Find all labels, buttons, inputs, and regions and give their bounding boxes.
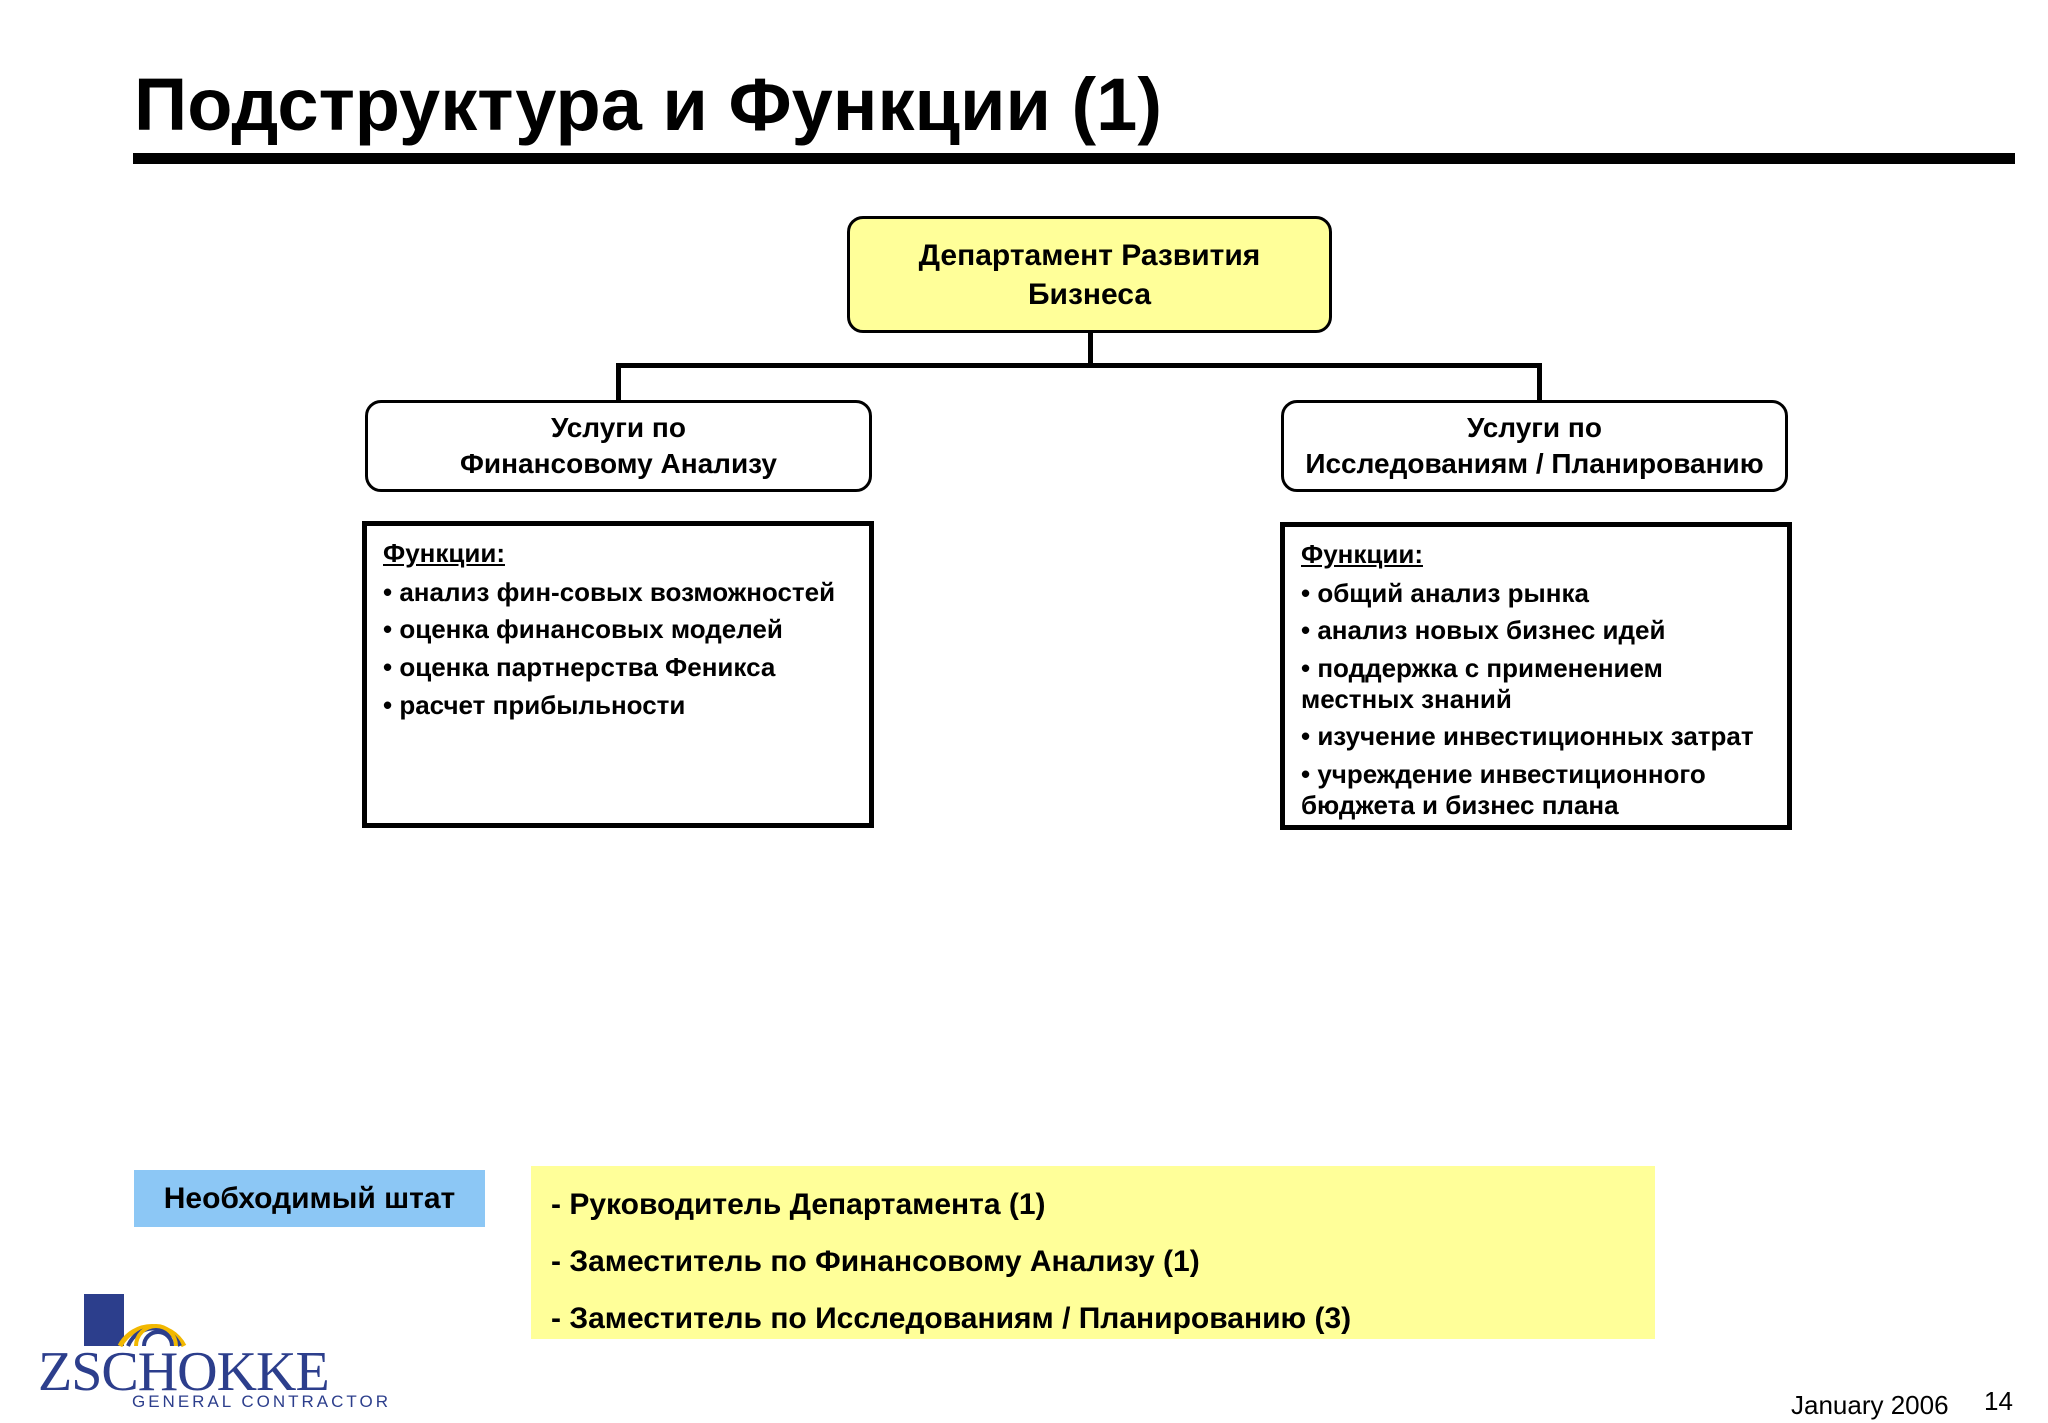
connector-left-stem (616, 363, 621, 400)
financial-analysis-node-line2: Финансовому Анализу (460, 448, 777, 479)
department-node: Департамент Развития Бизнеса (847, 216, 1332, 333)
research-planning-node: Услуги по Исследованиям / Планированию (1281, 400, 1788, 492)
functions-list-left: анализ фин-совых возможностей оценка фин… (383, 577, 853, 721)
connector-right-stem (1537, 363, 1542, 400)
list-item: оценка финансовых моделей (383, 614, 853, 645)
page-title: Подструктура и Функции (1) (134, 63, 1162, 146)
footer-date: January 2006 (1791, 1390, 1949, 1420)
functions-heading-right: Функции: (1301, 539, 1423, 569)
list-item: анализ новых бизнес идей (1301, 615, 1771, 646)
functions-box-right: Функции: общий анализ рынка анализ новых… (1280, 522, 1792, 830)
title-underline (133, 153, 2015, 164)
staff-item: - Заместитель по Исследованиям / Планиро… (551, 1302, 1352, 1335)
functions-box-left: Функции: анализ фин-совых возможностей о… (362, 521, 874, 828)
functions-list-right: общий анализ рынка анализ новых бизнес и… (1301, 578, 1771, 821)
logo-subtitle: GENERAL CONTRACTOR (132, 1392, 391, 1411)
staff-label: Необходимый штат (134, 1170, 485, 1227)
department-node-line1: Департамент Развития (918, 238, 1261, 272)
list-item: общий анализ рынка (1301, 578, 1771, 609)
page-number: 14 (1984, 1386, 2013, 1416)
financial-analysis-node: Услуги по Финансовому Анализу (365, 400, 872, 492)
research-planning-node-line2: Исследованиям / Планированию (1305, 448, 1764, 479)
functions-heading-left: Функции: (383, 538, 505, 568)
list-item: расчет прибыльности (383, 690, 853, 721)
list-item: поддержка с применением местных знаний (1301, 653, 1771, 714)
research-planning-node-line1: Услуги по (1467, 411, 1602, 443)
list-item: анализ фин-совых возможностей (383, 577, 853, 608)
staff-item: - Заместитель по Финансовому Анализу (1) (551, 1245, 1200, 1278)
list-item: изучение инвестиционных затрат (1301, 721, 1771, 752)
connector-top-stem (1088, 333, 1093, 367)
staff-list: - Руководитель Департамента (1) - Замест… (531, 1166, 1655, 1339)
department-node-line2: Бизнеса (1027, 277, 1152, 311)
zschokke-logo-mark-icon (84, 1294, 187, 1348)
connector-horizontal (616, 363, 1542, 368)
financial-analysis-node-line1: Услуги по (551, 411, 686, 443)
staff-item: - Руководитель Департамента (1) (551, 1188, 1046, 1221)
logo-wordmark: ZSCHOKKE (38, 1341, 330, 1403)
list-item: учреждение инвестиционного бюджета и биз… (1301, 759, 1771, 820)
list-item: оценка партнерства Феникса (383, 652, 853, 683)
